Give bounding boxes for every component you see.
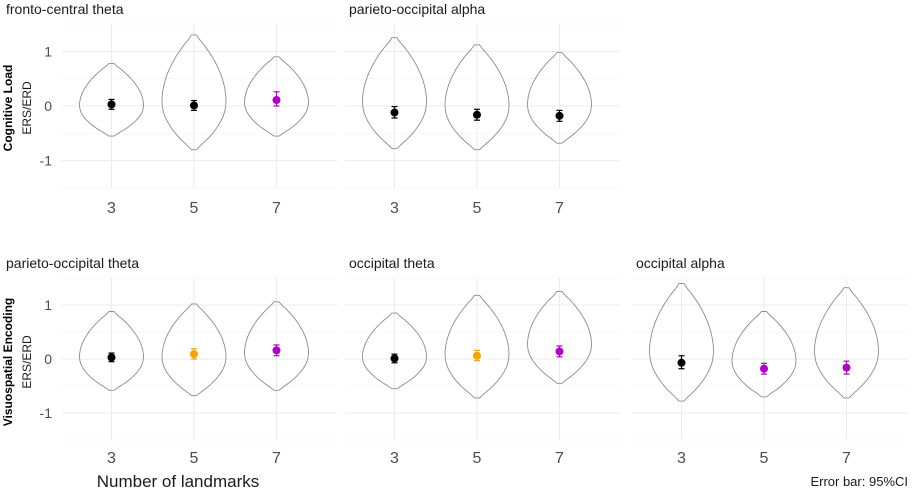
- x-tick-label: 3: [107, 450, 116, 467]
- mean-point-5: [473, 110, 481, 119]
- mean-point-7: [272, 95, 281, 104]
- row-label-visuospatial-encoding: Visuospatial Encoding: [1, 298, 15, 426]
- panel-title: occipital theta: [349, 255, 435, 271]
- x-tick-label: 5: [473, 450, 482, 467]
- y-tick-label: 1: [44, 297, 52, 313]
- violin-7: [527, 291, 592, 384]
- mean-point-7: [555, 111, 564, 120]
- x-tick-label: 5: [190, 450, 199, 467]
- violin-5: [444, 294, 510, 399]
- row-label-cognitive-load: Cognitive Load: [1, 65, 15, 152]
- violin-5: [444, 44, 510, 151]
- mean-point-5: [760, 364, 768, 373]
- row-top: Cognitive Load ERS/ERD: [1, 65, 34, 152]
- x-tick-label: 3: [107, 200, 116, 217]
- mean-point-7: [842, 363, 851, 372]
- mean-point-3: [390, 354, 399, 363]
- x-tick-label: 5: [190, 200, 199, 217]
- x-tick-label: 7: [555, 450, 564, 467]
- panel-title: occipital alpha: [636, 255, 725, 271]
- violin-7: [244, 301, 309, 391]
- x-tick-label: 7: [272, 450, 281, 467]
- y-tick-label: 0: [44, 98, 52, 114]
- mean-point-3: [107, 353, 116, 362]
- panel-title: parieto-occipital alpha: [349, 1, 485, 17]
- violin-5: [161, 34, 227, 151]
- violin-3: [362, 37, 427, 150]
- y-tick-label: -1: [40, 153, 53, 169]
- panel-0-0: fronto-central theta -1 0 1 3 5 7: [6, 1, 337, 217]
- y-tick-label: 0: [44, 351, 52, 367]
- y-tick-label: -1: [40, 405, 53, 421]
- x-axis-label: Number of landmarks: [97, 472, 260, 491]
- panel-1-2: occipital alpha 3 5 7: [632, 255, 907, 467]
- mean-point-5: [190, 350, 198, 359]
- row-bottom: Visuospatial Encoding ERS/ERD: [1, 298, 34, 426]
- x-tick-label: 3: [390, 200, 399, 217]
- violin-7: [244, 56, 309, 137]
- mean-point-7: [272, 346, 281, 355]
- x-tick-label: 5: [473, 200, 482, 217]
- violin-5: [161, 303, 227, 397]
- mean-point-7: [555, 347, 564, 356]
- violin-7: [814, 287, 879, 399]
- violin-3: [79, 62, 144, 137]
- violin-7: [527, 51, 592, 144]
- panel-0-1: parieto-occipital alpha 3 5 7: [345, 1, 620, 217]
- violin-3: [79, 311, 144, 391]
- violin-5: [731, 311, 797, 398]
- x-tick-label: 7: [842, 450, 851, 467]
- error-bar-caption: Error bar: 95%CI: [810, 474, 908, 489]
- mean-point-3: [677, 358, 686, 367]
- violin-3: [649, 282, 714, 402]
- mean-point-3: [107, 100, 116, 109]
- panel-1-0: parieto-occipital theta -1 0 1 3 5 7: [6, 255, 337, 467]
- mean-point-5: [190, 101, 198, 110]
- y-tick-label: 1: [44, 43, 52, 59]
- x-tick-label: 7: [272, 200, 281, 217]
- x-tick-label: 5: [760, 450, 769, 467]
- x-tick-label: 3: [677, 450, 686, 467]
- y-axis-label-top: ERS/ERD: [20, 81, 34, 135]
- panel-title: fronto-central theta: [6, 1, 124, 17]
- y-axis-label-bottom: ERS/ERD: [20, 335, 34, 389]
- x-tick-label: 7: [555, 200, 564, 217]
- mean-point-5: [473, 351, 481, 360]
- panel-1-1: occipital theta 3 5 7: [345, 255, 620, 467]
- mean-point-3: [390, 108, 399, 117]
- violin-3: [362, 312, 427, 390]
- x-tick-label: 3: [390, 450, 399, 467]
- panel-title: parieto-occipital theta: [6, 255, 139, 271]
